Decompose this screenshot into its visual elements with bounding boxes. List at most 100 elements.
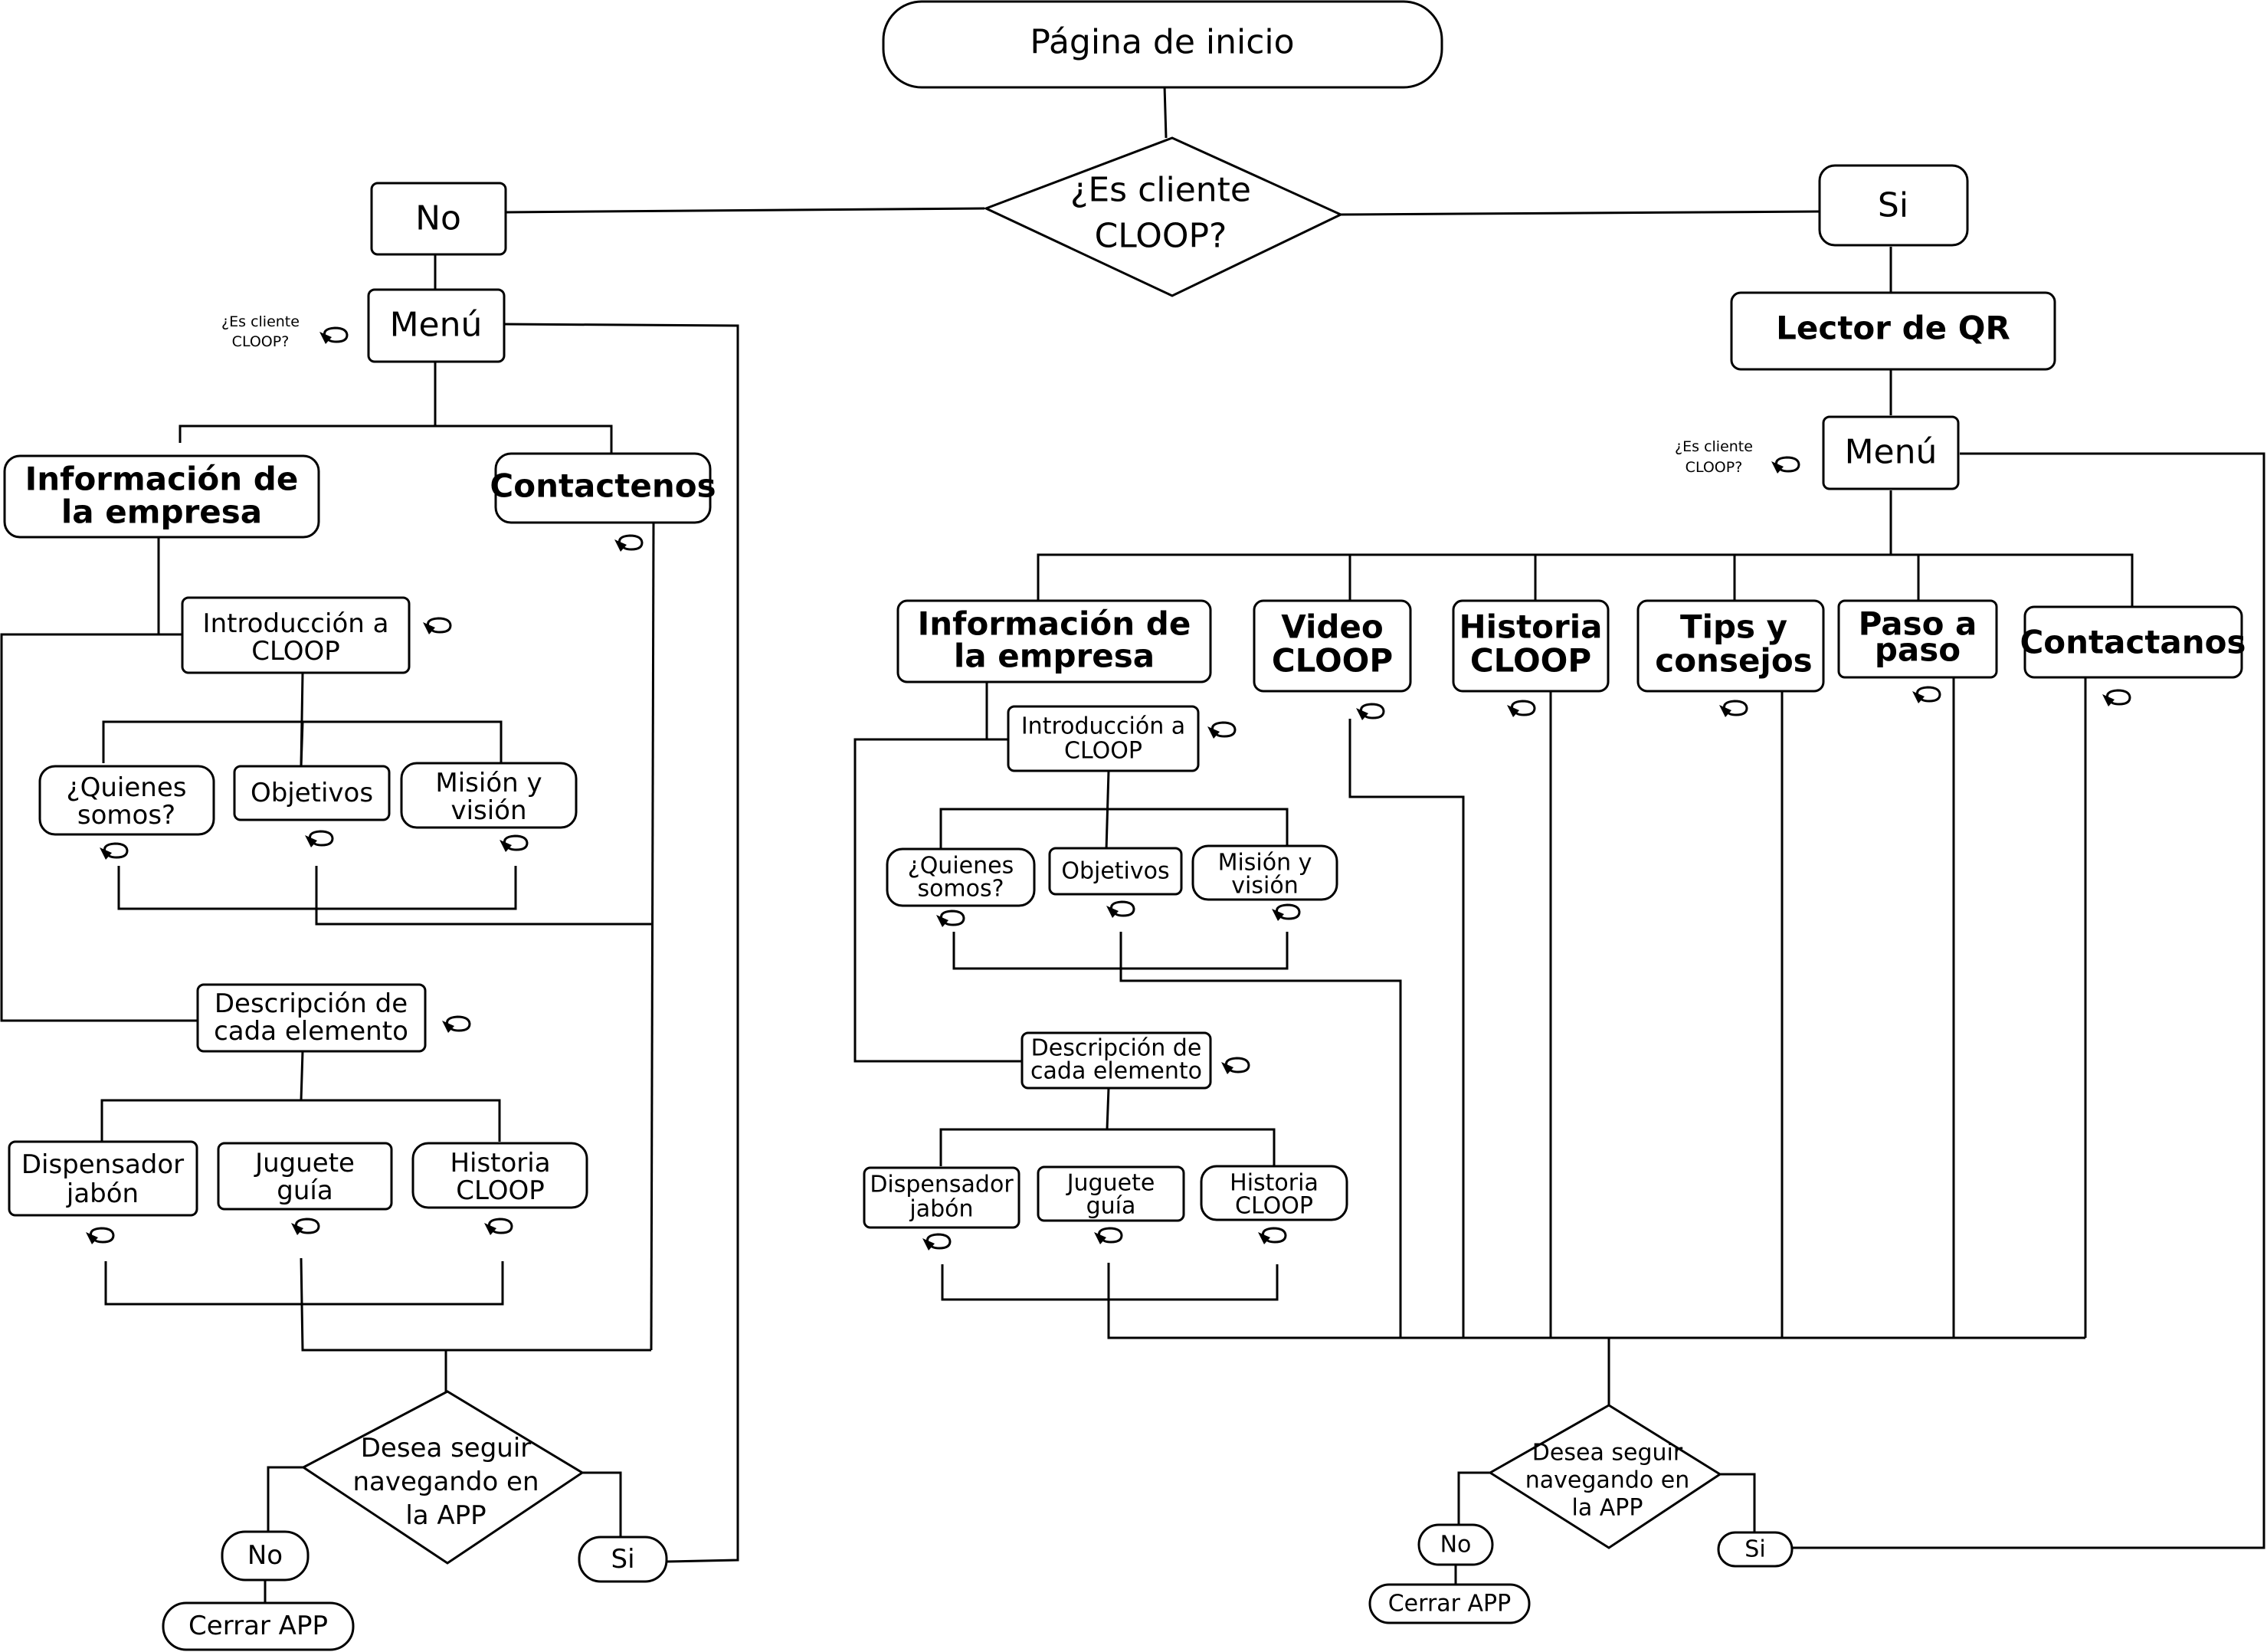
svg-text:Lector de QR: Lector de QR [1776, 310, 2010, 347]
svg-text:Contactenos: Contactenos [490, 467, 716, 505]
video-node-si: Video CLOOP [1253, 599, 1412, 722]
svg-text:Juguete: Juguete [254, 1148, 355, 1178]
return-icon [1270, 903, 1301, 923]
svg-text:Paso a: Paso a [1859, 605, 1977, 643]
objectives-node-no: Objetivos [233, 765, 391, 849]
return-icon [1256, 1227, 1287, 1246]
svg-text:CLOOP: CLOOP [1235, 1193, 1313, 1220]
return-icon [1093, 1227, 1123, 1246]
svg-text:CLOOP?: CLOOP? [1686, 459, 1743, 476]
return-icon [1355, 703, 1385, 722]
contact-node-si: Contactanos [2020, 605, 2246, 708]
svg-text:No: No [247, 1540, 283, 1571]
svg-text:Información de: Información de [918, 605, 1191, 643]
svg-text:Contactanos: Contactanos [2020, 624, 2246, 661]
who-we-are-node-si: ¿Quienes somos? [886, 847, 1036, 929]
svg-text:Desea seguir: Desea seguir [361, 1433, 532, 1464]
qr-reader-node: Lector de QR [1730, 291, 2056, 371]
svg-text:la APP: la APP [1572, 1495, 1643, 1522]
contact-node-no: Contactenos [490, 452, 716, 553]
return-icon [1220, 1057, 1250, 1076]
svg-text:Dispensador: Dispensador [870, 1172, 1014, 1198]
no-answer-node: No [370, 182, 507, 256]
answer-no-node-si: No [1417, 1523, 1494, 1566]
who-we-are-node-no: ¿Quienes somos? [38, 765, 215, 861]
return-icon [84, 1227, 115, 1246]
svg-text:Dispensador: Dispensador [21, 1149, 184, 1180]
return-icon [441, 1015, 471, 1034]
svg-text:Objetivos: Objetivos [1061, 858, 1169, 885]
return-icon [1770, 456, 1800, 475]
return-icon [1105, 900, 1135, 919]
guide-toy-node-si: Juguete guía [1037, 1165, 1185, 1246]
return-icon [303, 830, 334, 849]
svg-text:Cerrar APP: Cerrar APP [1388, 1591, 1512, 1618]
svg-text:Historia: Historia [1230, 1170, 1319, 1197]
svg-text:somos?: somos? [917, 876, 1004, 903]
svg-text:CLOOP?: CLOOP? [1095, 217, 1227, 256]
description-node-si: Descripción de cada elemento [1020, 1031, 1250, 1090]
svg-text:cada elemento: cada elemento [1030, 1058, 1202, 1085]
svg-text:la empresa: la empresa [954, 638, 1155, 675]
svg-text:Introducción a: Introducción a [203, 608, 389, 639]
svg-text:CLOOP: CLOOP [1272, 642, 1393, 680]
svg-text:CLOOP: CLOOP [1470, 642, 1591, 680]
history-main-node-si: Historia CLOOP [1452, 599, 1610, 719]
company-info-node-si: Información de la empresa [896, 599, 1212, 683]
menu-node-si: Menú [1822, 415, 1960, 490]
svg-text:¿Es cliente: ¿Es cliente [1070, 171, 1251, 210]
svg-text:la APP: la APP [405, 1500, 486, 1531]
svg-text:Cerrar APP: Cerrar APP [188, 1611, 328, 1641]
svg-text:Historia: Historia [1459, 608, 1603, 646]
return-icon [921, 1233, 952, 1252]
continue-decision-si: Desea seguir navegando en la APP [1488, 1404, 1722, 1549]
svg-text:No: No [415, 199, 461, 238]
svg-text:Si: Si [1878, 186, 1908, 225]
menu-note-si: ¿Es cliente CLOOP? [1675, 438, 1800, 476]
tips-node-si: Tips y consejos [1636, 599, 1825, 719]
soap-dispenser-node-no: Dispensador jabón [8, 1140, 198, 1246]
svg-text:Objetivos: Objetivos [251, 778, 373, 808]
svg-text:¿Quienes: ¿Quienes [67, 772, 187, 803]
svg-text:cada elemento: cada elemento [214, 1016, 408, 1047]
svg-text:CLOOP: CLOOP [251, 636, 340, 667]
steps-node-si: Paso a paso [1837, 599, 1998, 705]
answer-no-node-no: No [221, 1530, 310, 1582]
svg-text:¿Quienes: ¿Quienes [908, 853, 1014, 880]
svg-text:Descripción de: Descripción de [1031, 1035, 1202, 1062]
svg-text:visión: visión [1231, 873, 1298, 900]
mission-node-no: Misión y visión [400, 762, 578, 854]
return-icon [935, 910, 965, 929]
connector-lines [0, 85, 2265, 1603]
svg-text:guía: guía [277, 1175, 333, 1206]
return-icon [1206, 721, 1237, 740]
svg-text:Video: Video [1281, 608, 1384, 646]
guide-toy-node-no: Juguete guía [217, 1142, 393, 1237]
continue-decision-no: Desea seguir navegando en la APP [301, 1390, 585, 1565]
svg-text:Desea seguir: Desea seguir [1532, 1440, 1683, 1467]
svg-text:visión: visión [450, 795, 526, 826]
description-node-no: Descripción de cada elemento [196, 983, 471, 1053]
return-icon [318, 326, 349, 346]
close-app-node-si: Cerrar APP [1368, 1583, 1531, 1624]
svg-text:jabón: jabón [66, 1178, 139, 1209]
svg-text:jabón: jabón [909, 1196, 973, 1223]
menu-note-no: ¿Es cliente CLOOP? [221, 313, 349, 350]
svg-text:Si: Si [611, 1544, 634, 1575]
svg-text:paso: paso [1875, 631, 1961, 669]
intro-node-si: Introducción a CLOOP [1007, 705, 1237, 772]
mission-node-si: Misión y visión [1191, 844, 1338, 923]
history-node-si: Historia CLOOP [1200, 1165, 1348, 1246]
svg-text:Información de: Información de [25, 461, 299, 498]
svg-text:Menú: Menú [390, 306, 483, 345]
history-node-no: Historia CLOOP [411, 1142, 588, 1237]
svg-text:Descripción de: Descripción de [215, 988, 408, 1019]
svg-text:Misión y: Misión y [435, 768, 542, 798]
client-decision: ¿Es cliente CLOOP? [983, 136, 1344, 297]
return-icon [613, 534, 644, 553]
intro-node-no: Introducción a CLOOP [181, 596, 452, 674]
svg-text:CLOOP?: CLOOP? [232, 333, 290, 350]
svg-text:Historia: Historia [450, 1148, 550, 1178]
svg-text:Si: Si [1744, 1536, 1765, 1563]
